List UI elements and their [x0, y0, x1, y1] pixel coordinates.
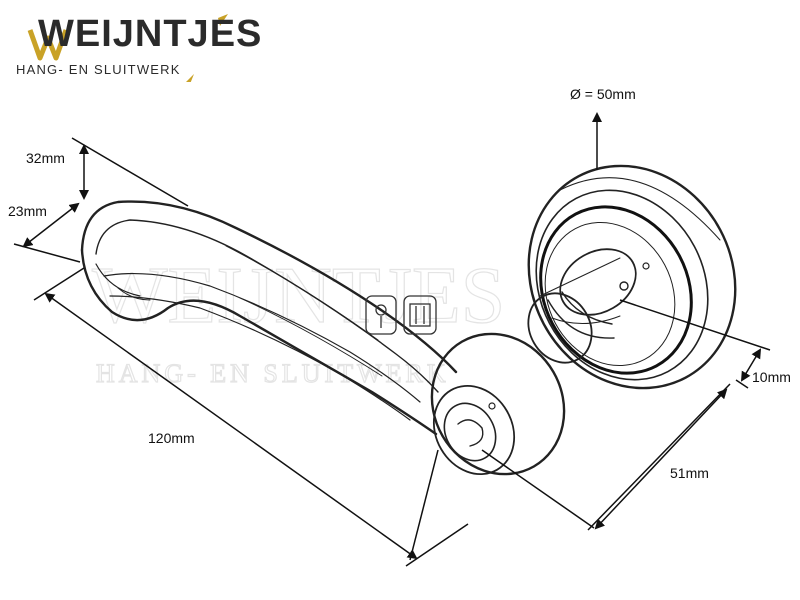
logo-accent-mark: [27, 14, 228, 82]
brand-name: WEIJNTJES: [38, 13, 263, 55]
projection-label: 51mm: [670, 465, 709, 481]
grip-height-label: 32mm: [26, 150, 65, 166]
grip-width-label: 23mm: [8, 203, 47, 219]
rose-plate: [527, 164, 737, 390]
handle-neck: [527, 248, 650, 364]
brand-tagline: HANG- EN SLUITWERK: [16, 62, 181, 77]
dimension-lines: [13, 112, 771, 567]
watermark: WEIJNTJES HANG- EN SLUITWERK: [91, 251, 505, 388]
brand-logo[interactable]: WEIJNTJES HANG- EN SLUITWERK: [14, 12, 261, 82]
handle-hub: [430, 332, 566, 476]
rose-diameter-label: Ø = 50mm: [570, 86, 636, 102]
rose-thickness-label: 10mm: [752, 369, 791, 385]
handle-length-label: 120mm: [148, 430, 195, 446]
